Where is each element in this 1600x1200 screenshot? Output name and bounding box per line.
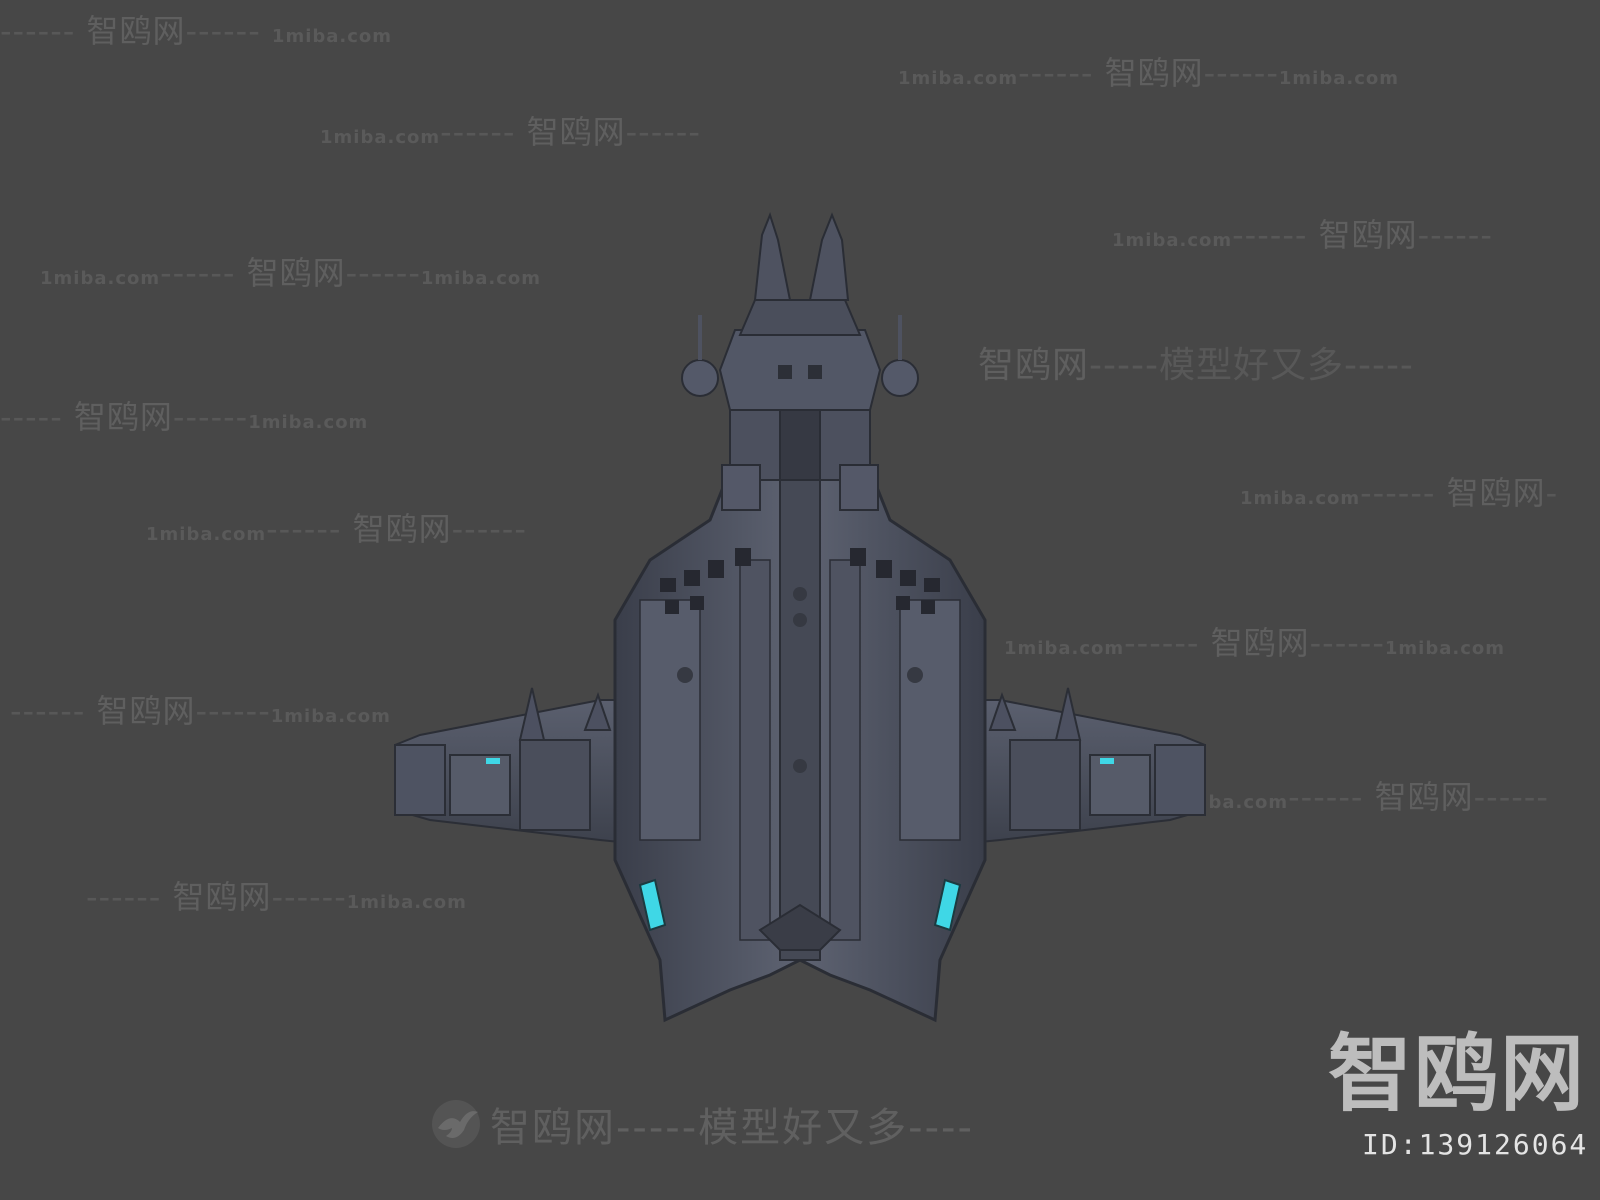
watermark-dash: ------ — [10, 692, 97, 730]
watermark-domain: 1miba.com — [420, 268, 541, 289]
main-hull — [613, 468, 987, 1023]
watermark-dash: ------ — [1360, 474, 1447, 512]
watermark-2: 1miba.com------ 智鸥网------1miba.com — [898, 48, 1399, 94]
watermark-1: ------ 智鸥网------ 1miba.com — [0, 6, 392, 52]
watermark-dash: ------ — [345, 254, 421, 292]
watermark-dash: ------ — [625, 113, 701, 151]
watermark-dash: ------ — [160, 254, 247, 292]
watermark-domain: 1miba.com — [320, 127, 441, 148]
watermark-dash: ------ — [1203, 54, 1279, 92]
watermark-domain: 1miba.com — [898, 68, 1019, 89]
watermark-site: 智鸥网 — [172, 878, 272, 916]
watermark-6: 智鸥网-----模型好又多----- — [978, 336, 1414, 388]
watermark-dash: ------ — [185, 12, 272, 50]
watermark-5: 1miba.com------ 智鸥网------1miba.com — [40, 248, 541, 294]
watermark-11: ------ 智鸥网------1miba.com — [10, 686, 391, 732]
banner-tagline: -----模型好又多---- — [616, 1105, 974, 1151]
watermark-site: 智鸥网 — [73, 398, 173, 436]
right-engine-glow — [933, 878, 962, 932]
watermark-site: 智鸥网 — [352, 510, 452, 548]
watermark-dash: ------ — [451, 510, 527, 548]
watermark-dash: - — [1545, 474, 1559, 512]
watermark-domain: 1miba.com — [346, 892, 467, 913]
watermark-domain: 1miba.com — [146, 524, 267, 545]
model-id-label: ID:139126064 — [1362, 1128, 1589, 1161]
brand-logo: 智鸥网 — [1328, 1025, 1587, 1123]
watermark-dash: ------ — [1417, 216, 1493, 254]
watermark-site: 智鸥网 — [1210, 624, 1310, 662]
bird-logo-icon — [432, 1100, 480, 1148]
watermark-site: 智鸥网 — [1374, 778, 1474, 816]
watermark-site: 智鸥网 — [978, 345, 1090, 386]
watermark-domain: 1miba.com — [271, 26, 393, 47]
watermark-dash: ------ — [1309, 624, 1385, 662]
left-antenna — [753, 212, 792, 301]
banner-site: 智鸥网 — [490, 1105, 616, 1151]
watermark-domain: 1miba.com — [1384, 638, 1505, 659]
watermark-site: 智鸥网 — [1104, 54, 1204, 92]
watermark-7: ----- 智鸥网------1miba.com — [0, 392, 368, 438]
left-engine-glow — [638, 878, 667, 932]
watermark-dash: ----- — [0, 398, 74, 436]
watermark-dash: ------ — [172, 398, 249, 436]
watermark-13: ------ 智鸥网------1miba.com — [86, 872, 467, 918]
watermark-3: 1miba.com------ 智鸥网------ — [320, 107, 701, 153]
watermark-dash: ------ — [1288, 778, 1375, 816]
watermark-tagline: -----模型好又多----- — [1089, 345, 1414, 386]
watermark-dash: ------ — [1473, 778, 1549, 816]
watermark-domain: 1miba.com — [1112, 230, 1233, 251]
watermark-site: 智鸥网 — [96, 692, 196, 730]
watermark-12: 1miba.com------ 智鸥网------ — [1168, 772, 1549, 818]
watermark-dash: ------ — [1124, 624, 1211, 662]
watermark-site: 智鸥网 — [1446, 474, 1546, 512]
watermark-4: 1miba.com------ 智鸥网------ — [1112, 210, 1493, 256]
right-antenna — [808, 212, 850, 301]
watermark-domain: 1miba.com — [248, 412, 369, 433]
watermark-site: 智鸥网 — [246, 254, 346, 292]
watermark-dash: ------ — [271, 878, 347, 916]
head-section — [681, 212, 919, 411]
watermark-site: 智鸥网 — [526, 113, 626, 151]
watermark-dash: ------ — [1018, 54, 1105, 92]
watermark-domain: 1miba.com — [1240, 488, 1361, 509]
watermark-dash: ------ — [0, 12, 87, 50]
watermark-dash: ------ — [266, 510, 353, 548]
watermark-domain: 1miba.com — [40, 268, 161, 289]
watermark-dash: ------ — [86, 878, 173, 916]
watermark-9: 1miba.com------ 智鸥网------ — [146, 504, 527, 550]
watermark-10: 1miba.com------ 智鸥网------1miba.com — [1004, 618, 1505, 664]
watermark-site: 智鸥网 — [86, 12, 186, 50]
watermark-dash: ------ — [440, 113, 527, 151]
bottom-watermark-banner: 智鸥网-----模型好又多---- — [430, 1098, 974, 1151]
watermark-dash: ------ — [195, 692, 271, 730]
watermark-dash: ------ — [1232, 216, 1319, 254]
watermark-domain: 1miba.com — [1004, 638, 1125, 659]
watermark-domain: 1miba.com — [1278, 68, 1399, 89]
watermark-domain: 1miba.com — [270, 706, 391, 727]
watermark-8: 1miba.com------ 智鸥网- — [1240, 468, 1558, 514]
watermark-site: 智鸥网 — [1318, 216, 1418, 254]
